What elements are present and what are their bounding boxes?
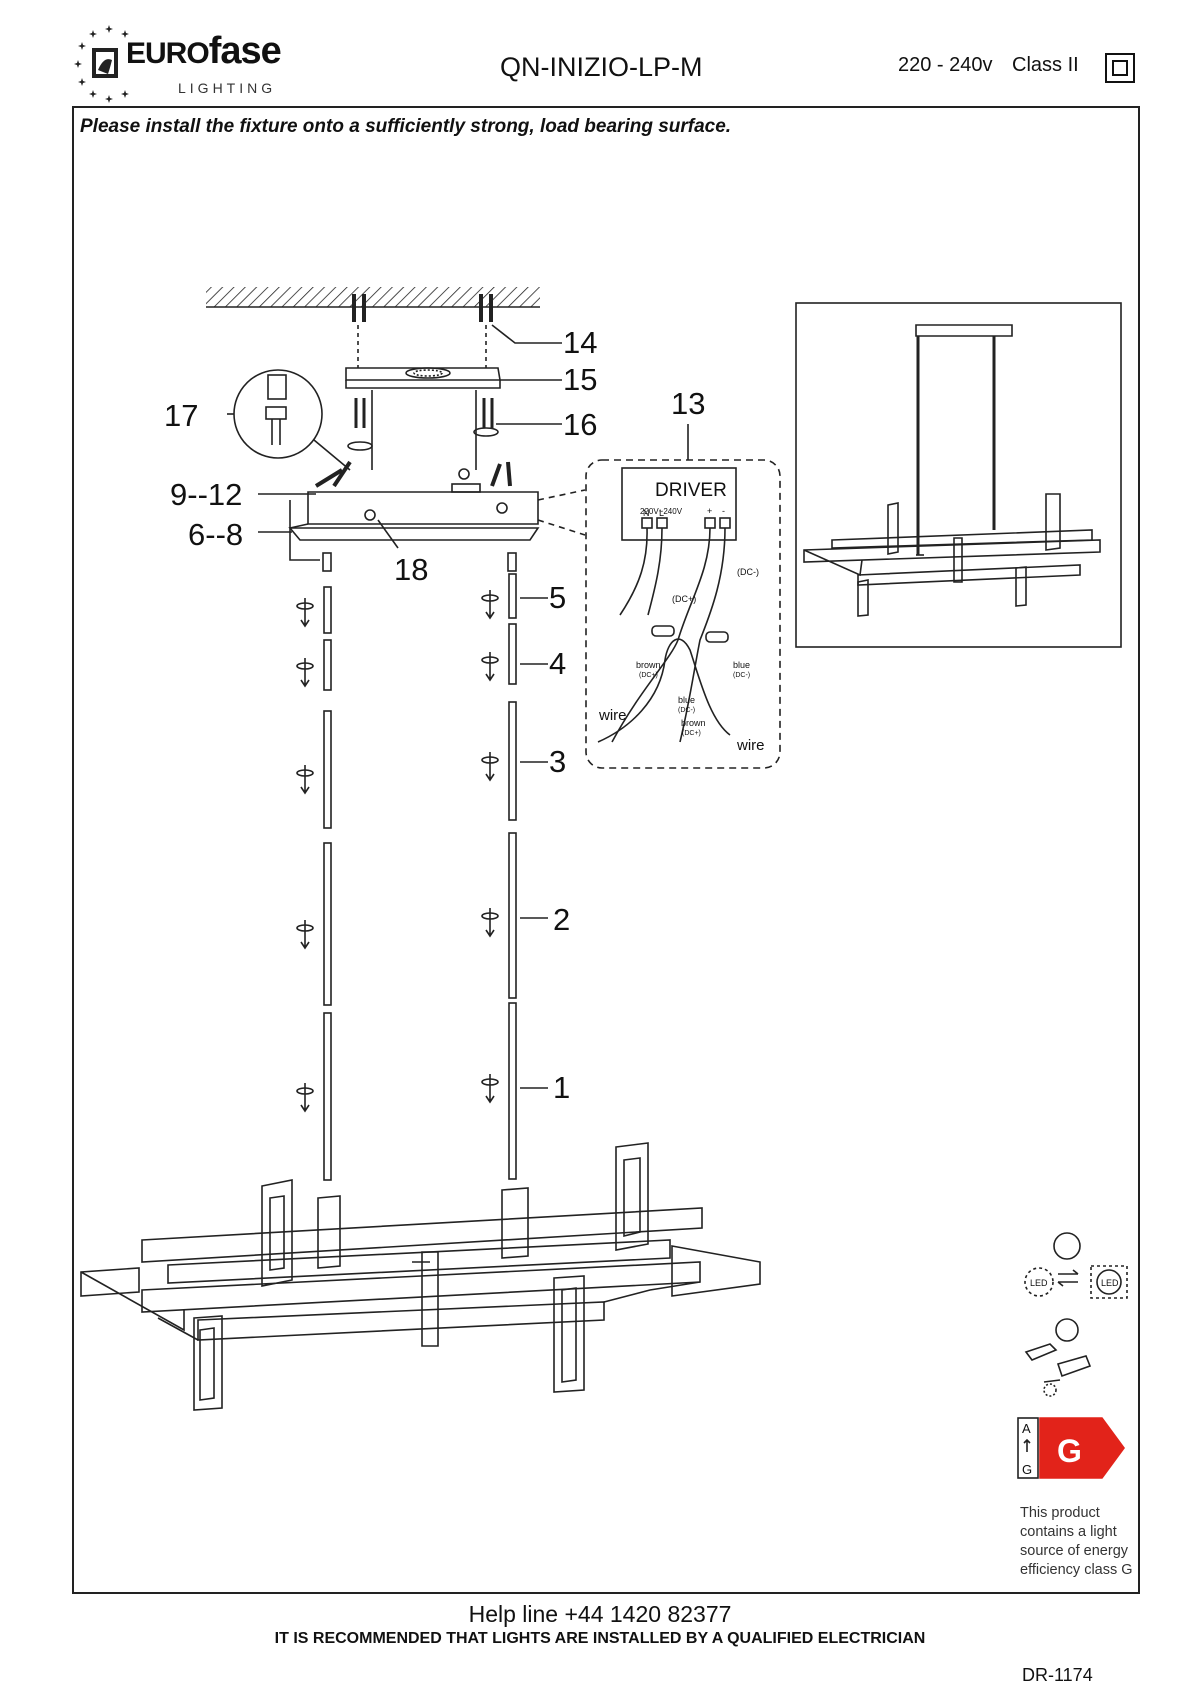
voltage-rating: 220 - 240v — [898, 54, 993, 76]
callout-leaders — [227, 324, 689, 1089]
eurofase-logo — [74, 25, 129, 103]
energy-scale-bottom: G — [1022, 1462, 1032, 1477]
dc-plus-label: (DC+) — [672, 594, 696, 604]
ceiling-screw-right — [479, 294, 493, 322]
brown2-dc-label: (DC+) — [682, 730, 701, 737]
blue-dc-label: (DC-) — [733, 672, 750, 679]
rotate-arrows-right — [481, 590, 499, 1104]
driver-title: DRIVER — [655, 480, 727, 501]
blue-label: blue — [733, 660, 750, 670]
help-line: Help line +44 1420 82377 — [468, 1601, 732, 1627]
content-frame — [72, 106, 1140, 1594]
document-id: DR-1174 — [1022, 1665, 1093, 1685]
callout-6-8: 6--8 — [188, 517, 243, 552]
dc-minus-label: (DC-) — [737, 567, 759, 577]
callout-1: 1 — [553, 1070, 570, 1105]
energy-led-label-left: LED — [1030, 1278, 1048, 1288]
ceiling-hatch — [206, 287, 540, 307]
terminal-n: N — [643, 508, 650, 518]
electrician-recommendation: IT IS RECOMMENDED THAT LIGHTS ARE INSTAL… — [274, 1630, 926, 1647]
install-warning: Please install the fixture onto a suffic… — [80, 116, 732, 137]
connector-detail-circle — [233, 369, 351, 471]
rotate-arrows-left — [296, 598, 314, 1113]
energy-scale-top: A — [1022, 1421, 1031, 1436]
star-ring-icon — [74, 25, 129, 103]
energy-efficiency-note: This product contains a light source of … — [1020, 1505, 1133, 1578]
blue2-dc-label: (DC-) — [678, 707, 695, 714]
wire-label-left: wire — [598, 707, 627, 724]
callout-9-12: 9--12 — [170, 477, 242, 512]
energy-class-letter: G — [1057, 1433, 1082, 1469]
energy-led-label-right: LED — [1101, 1278, 1119, 1288]
callout-16: 16 — [563, 407, 597, 442]
callout-18: 18 — [394, 552, 428, 587]
model-number: QN-INIZIO-LP-M — [500, 52, 703, 82]
callout-13: 13 — [671, 386, 705, 421]
driver-detail-box — [585, 459, 781, 769]
callout-17: 17 — [164, 398, 198, 433]
callout-15: 15 — [563, 362, 597, 397]
brown-label: brown — [636, 660, 661, 670]
mounting-plate — [345, 367, 501, 389]
brown2-label: brown — [681, 718, 706, 728]
no-replace-light-icon — [1024, 1232, 1128, 1299]
brand-subtitle: LIGHTING — [178, 80, 277, 96]
callout-4: 4 — [549, 646, 566, 681]
ceiling-screw-left — [352, 294, 366, 322]
no-replace-driver-icon — [1024, 1318, 1092, 1397]
suspension-screw-left — [347, 398, 373, 451]
blue2-label: blue — [678, 695, 695, 705]
terminal-l: L — [659, 508, 664, 518]
class-ii-double-square-icon — [1105, 53, 1135, 83]
product-perspective-box — [795, 302, 1122, 648]
brown-dc-label: (DC+) — [639, 672, 658, 679]
rod-stack-left — [322, 552, 332, 1181]
driver-input-label: 220V~240V — [640, 507, 683, 516]
canopy-box — [288, 460, 540, 541]
energy-label-g — [1017, 1417, 1125, 1479]
insulation-class: Class II — [1012, 54, 1079, 76]
suspension-screw-right — [473, 398, 499, 437]
brand-name: EUROfase — [126, 30, 282, 72]
wire-label-right: wire — [736, 737, 765, 754]
callout-2: 2 — [553, 902, 570, 937]
rod-stack-right — [507, 552, 517, 1180]
fixture-frame-bottom — [80, 1142, 761, 1411]
terminal-minus: - — [722, 506, 725, 516]
callout-5: 5 — [549, 580, 566, 615]
callout-14: 14 — [563, 325, 597, 360]
callout-3: 3 — [549, 744, 566, 779]
terminal-plus: + — [707, 506, 712, 516]
